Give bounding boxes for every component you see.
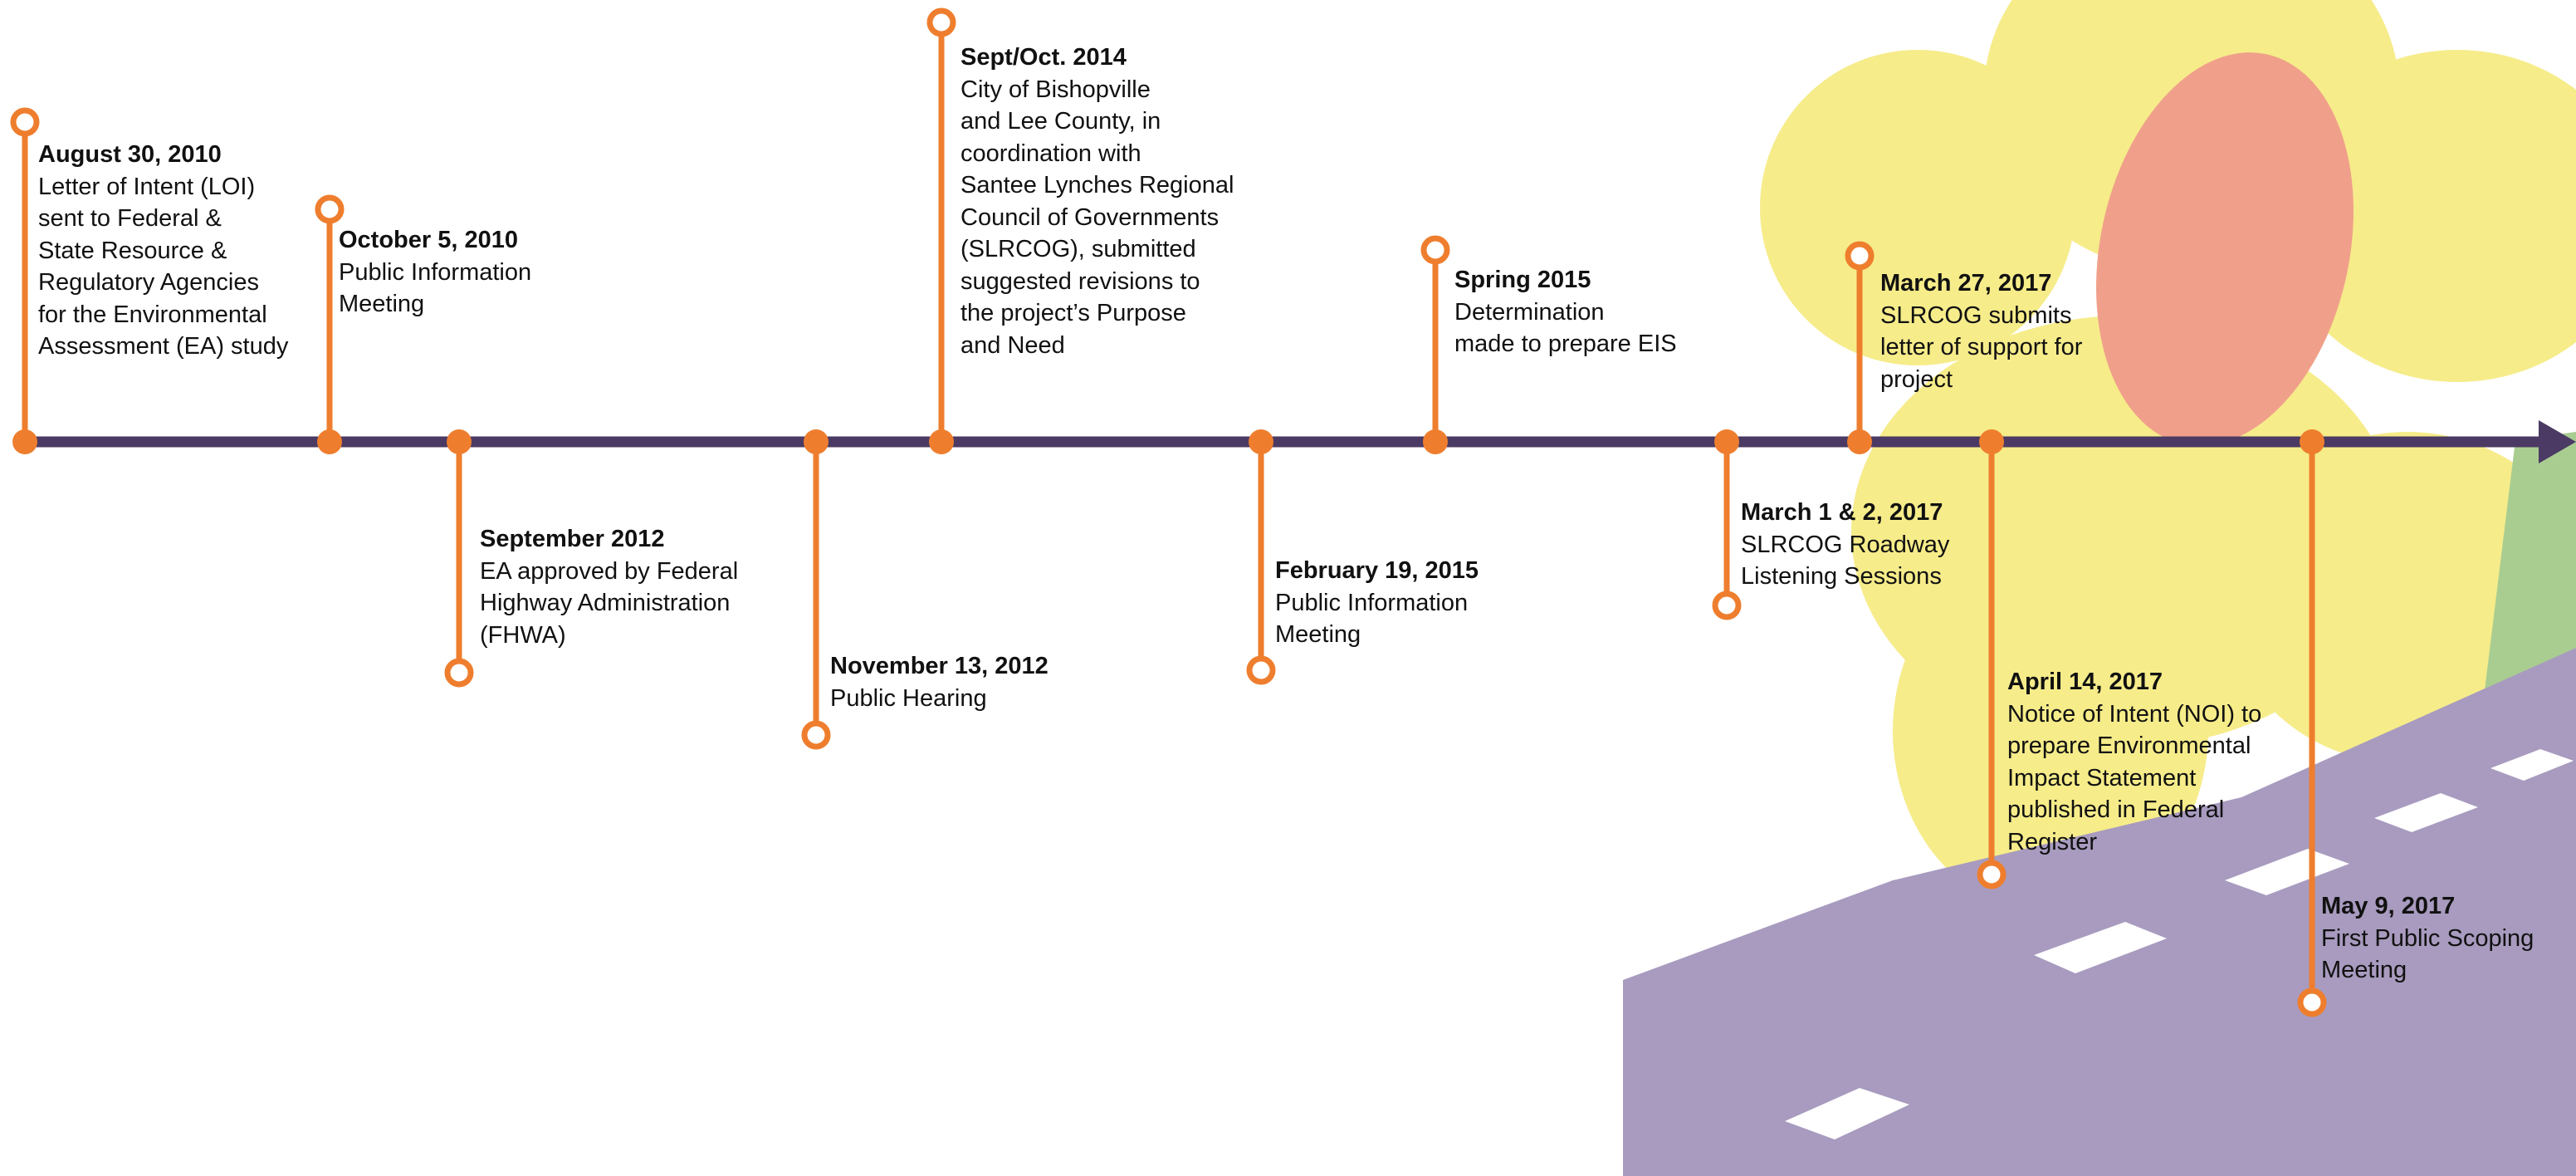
event-description: Notice of Intent (NOI) to prepare Enviro…: [2007, 700, 2262, 855]
event-ring-marker: [1712, 590, 1742, 620]
event-date: September 2012: [480, 526, 665, 552]
event-description: EA approved by Federal Highway Administr…: [480, 557, 739, 649]
event-date: February 19, 2015: [1275, 557, 1479, 584]
sunflower-petal: [1893, 548, 2208, 914]
event-description: Public Hearing: [830, 684, 987, 712]
event-description: First Public Scoping Meeting: [2321, 924, 2534, 984]
sunflower-center: [2096, 52, 2354, 446]
event-description: Letter of Intent (LOI) sent to Federal &…: [38, 173, 289, 360]
event-date: Spring 2015: [1454, 267, 1591, 293]
event-ring-marker: [801, 720, 831, 750]
event-date: November 13, 2012: [830, 653, 1048, 679]
event-ring-marker: [1977, 860, 2007, 889]
axis-dot: [804, 429, 829, 454]
axis-dot: [2300, 429, 2324, 454]
event-date: March 1 & 2, 2017: [1741, 499, 1943, 526]
event-ring-marker: [444, 658, 474, 688]
event-ring-marker: [926, 7, 956, 37]
axis-dot: [12, 429, 37, 454]
event-description: SLRCOG Roadway Listening Sessions: [1741, 531, 1950, 590]
event-description: Public Information Meeting: [1275, 589, 1469, 649]
event-description: SLRCOG submits letter of support for pro…: [1880, 301, 2083, 393]
sunflower-petal: [1760, 50, 2075, 365]
event-ring-marker: [10, 107, 40, 137]
axis-dot: [1714, 429, 1739, 454]
event-ring-marker: [1246, 655, 1276, 685]
axis-dot: [1423, 429, 1448, 454]
timeline-arrowhead: [2539, 420, 2576, 463]
axis-dot: [1979, 429, 2004, 454]
event-description: City of Bishopville and Lee County, in c…: [961, 76, 1234, 359]
sunflower-petal: [2275, 50, 2576, 382]
road-surface: [1623, 648, 2576, 1176]
event-date: April 14, 2017: [2007, 669, 2163, 695]
timeline-event: April 14, 2017 Notice of Intent (NOI) to…: [2007, 666, 2261, 858]
event-date: August 30, 2010: [38, 141, 222, 168]
axis-dot: [1847, 429, 1872, 454]
timeline-event: September 2012 EA approved by Federal Hig…: [480, 523, 738, 651]
event-ring-marker: [1420, 235, 1450, 265]
axis-dot: [317, 429, 342, 454]
event-description: Public Information Meeting: [339, 258, 532, 318]
event-date: March 27, 2017: [1880, 270, 2052, 296]
axis-dot: [929, 429, 954, 454]
event-date: May 9, 2017: [2321, 893, 2456, 919]
event-ring-marker: [1845, 241, 1875, 271]
axis-dot: [1249, 429, 1273, 454]
event-date: October 5, 2010: [339, 227, 518, 253]
axis-dot: [447, 429, 472, 454]
road-lane-markings: [1785, 749, 2574, 1139]
event-description: Determination made to prepare EIS: [1454, 298, 1677, 358]
event-ring-marker: [2297, 987, 2327, 1017]
event-date: Sept/Oct. 2014: [961, 44, 1127, 71]
event-ring-marker: [315, 194, 345, 224]
